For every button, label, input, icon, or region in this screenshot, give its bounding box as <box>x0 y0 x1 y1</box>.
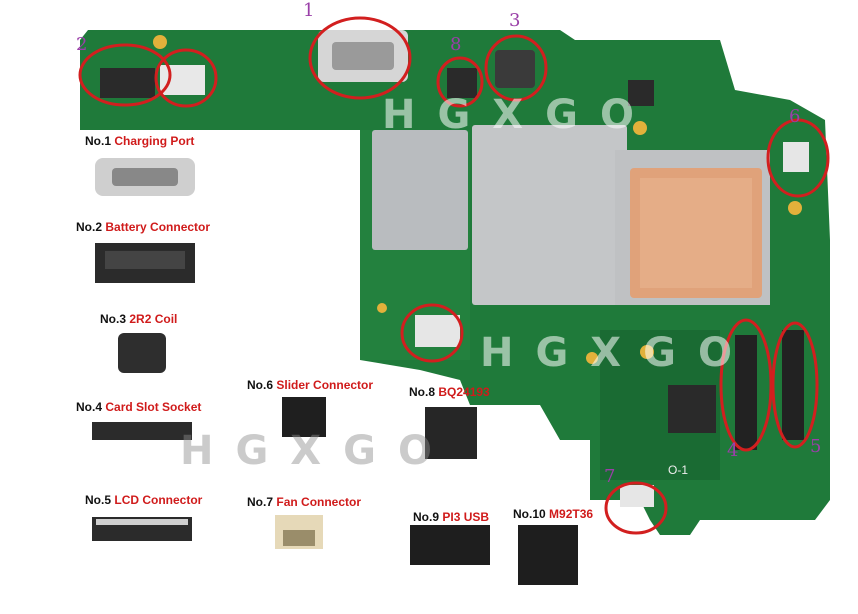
part-label-10: No.10 M92T36 <box>513 507 593 521</box>
part-number: No.9 <box>413 510 440 524</box>
callout-circle-2b <box>154 48 218 108</box>
part-number: No.10 <box>513 507 546 521</box>
callout-number-8: 8 <box>450 34 462 55</box>
part-label-3: No.3 2R2 Coil <box>100 312 177 326</box>
part-name: PI3 USB <box>442 510 490 524</box>
part-label-8: No.8 BQ24193 <box>409 385 490 399</box>
thumb-charging-port <box>95 158 195 196</box>
part-number: No.1 <box>85 134 112 148</box>
callout-number-1: 1 <box>303 0 315 21</box>
callout-circle-5 <box>771 321 819 449</box>
thumb-fan-connector <box>275 515 323 549</box>
watermark-mid: HGXGO <box>480 330 754 376</box>
callout-circle-7 <box>604 481 668 535</box>
thumb-slider-connector <box>282 397 326 437</box>
callout-circle-6 <box>766 118 830 198</box>
callout-number-4: 4 <box>727 440 739 461</box>
part-label-5: No.5 LCD Connector <box>85 493 202 507</box>
callout-number-3: 3 <box>509 10 521 31</box>
rf-shield-left <box>372 130 468 250</box>
battery-connector-board <box>100 68 155 98</box>
thumb-pi3usb <box>410 525 490 565</box>
thumb-card-slot-socket <box>92 422 192 440</box>
callout-circle-4 <box>719 318 773 452</box>
callout-circle-8 <box>436 56 484 108</box>
board-mark-o1: O-1 <box>668 463 689 477</box>
callout-circle-1 <box>308 16 412 100</box>
watermark-bottom: HGXGO <box>180 428 454 474</box>
bq24193-board <box>447 68 477 98</box>
part-label-7: No.7 Fan Connector <box>247 495 361 509</box>
part-name: Charging Port <box>114 134 195 148</box>
part-name: Card Slot Socket <box>105 400 202 414</box>
part-label-9: No.9 PI3 USB <box>413 510 489 524</box>
part-number: No.4 <box>76 400 103 414</box>
part-number: No.7 <box>247 495 274 509</box>
callout-number-7: 7 <box>604 466 616 487</box>
callout-number-5: 5 <box>810 436 822 457</box>
watermark-top: HGXGO <box>382 92 656 138</box>
soc-chip <box>668 385 716 433</box>
thumb-coil <box>118 333 166 373</box>
callout-number-6: 6 <box>789 106 801 127</box>
part-label-6: No.6 Slider Connector <box>247 378 373 392</box>
part-label-1: No.1 Charging Port <box>85 134 194 148</box>
part-name: M92T36 <box>549 507 594 521</box>
part-number: No.6 <box>247 378 274 392</box>
callout-number-2: 2 <box>76 34 88 55</box>
callout-circles <box>78 16 830 535</box>
thumb-battery-connector <box>95 243 195 283</box>
part-name: LCD Connector <box>114 493 203 507</box>
lcd-connector-board <box>782 330 804 440</box>
part-name: Battery Connector <box>105 220 211 234</box>
card-slot-socket-board <box>735 335 757 450</box>
part-name: Fan Connector <box>276 495 362 509</box>
thumb-m92t36 <box>518 525 578 585</box>
part-name: BQ24193 <box>438 385 490 399</box>
thumb-bq24193 <box>425 407 477 459</box>
part-name: 2R2 Coil <box>129 312 178 326</box>
callout-circle-2 <box>78 43 172 107</box>
coil-board <box>495 50 535 88</box>
part-name: Slider Connector <box>276 378 374 392</box>
callout-circle-3 <box>484 34 548 102</box>
part-number: No.5 <box>85 493 112 507</box>
part-number: No.8 <box>409 385 436 399</box>
rf-shield-main <box>472 125 627 305</box>
slider-connector-board <box>783 142 809 172</box>
part-label-2: No.2 Battery Connector <box>76 220 210 234</box>
fan-connector-board <box>620 485 654 507</box>
part-label-4: No.4 Card Slot Socket <box>76 400 201 414</box>
thumb-lcd-connector <box>92 517 192 541</box>
part-number: No.2 <box>76 220 103 234</box>
part-number: No.3 <box>100 312 127 326</box>
callout-circle-center <box>400 303 464 363</box>
